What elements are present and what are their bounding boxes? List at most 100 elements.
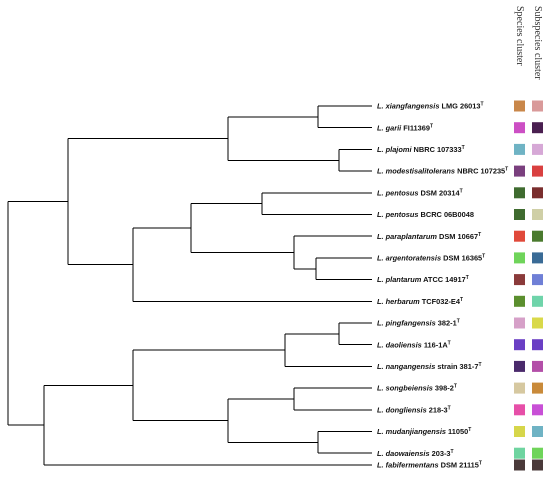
taxon-strain: ATCC 14917 (421, 275, 465, 284)
subspecies-cluster-swatch (532, 426, 543, 437)
species-cluster-swatch (514, 459, 525, 471)
taxon-label: L. pentosus BCRC 06B0048 (377, 210, 474, 219)
species-cluster-swatch (514, 165, 525, 177)
subspecies-cluster-swatch (532, 447, 543, 459)
taxon-strain: TCF032-E4 (420, 297, 461, 306)
subspecies-cluster-swatch (532, 165, 543, 177)
taxon-label: L. mudanjiangensis 11050T (377, 427, 471, 436)
subspecies-cluster-swatch (532, 187, 543, 199)
taxon-label: L. daoliensis 116-1AT (377, 340, 451, 349)
taxon-row: L. nangangensis strain 381-7T (377, 360, 543, 372)
taxon-strain: FI11369 (401, 123, 430, 132)
taxon-strain: 203-3 (430, 449, 451, 458)
taxon-species-name: L. xiangfangensis (377, 102, 439, 111)
taxon-species-name: L. pentosus (377, 210, 418, 219)
taxon-row: L. pentosus BCRC 06B0048 (377, 209, 543, 220)
species-cluster-swatch (514, 360, 525, 372)
taxon-label: L. dongliensis 218-3T (377, 405, 451, 414)
taxon-species-name: L. garii (377, 123, 402, 132)
species-cluster-swatch (514, 187, 525, 199)
taxon-label: L. argentoratensis DSM 16365T (377, 254, 485, 263)
type-strain-marker: T (454, 384, 457, 390)
taxon-row: L. dongliensis 218-3T (377, 404, 543, 416)
taxon-strain: LMG 26013 (439, 102, 480, 111)
type-strain-marker: T (457, 319, 460, 325)
subspecies-cluster-swatch (532, 459, 543, 471)
taxon-strain: strain 381-7 (435, 362, 478, 371)
type-strain-marker: T (460, 297, 463, 303)
taxon-row: L. mudanjiangensis 11050T (377, 426, 543, 437)
taxon-row: L. pingfangensis 382-1T (377, 317, 543, 329)
subspecies-cluster-swatch (532, 230, 543, 242)
taxon-species-name: L. pingfangensis (377, 319, 436, 328)
taxon-species-name: L. nangangensis (377, 362, 435, 371)
subspecies-cluster-swatch (532, 382, 543, 394)
taxon-strain: 116-1A (422, 340, 449, 349)
taxon-label: L. daowaiensis 203-3T (377, 449, 454, 458)
taxon-strain: 398-2 (433, 384, 454, 393)
taxon-species-name: L. dongliensis (377, 405, 427, 414)
taxon-strain: DSM 16365 (441, 254, 482, 263)
taxon-species-name: L. modestisalitolerans (377, 167, 455, 176)
species-cluster-swatch (514, 447, 525, 459)
taxon-strain: 382-1 (436, 319, 457, 328)
taxon-label: L. pingfangensis 382-1T (377, 319, 460, 328)
subspecies-cluster-swatch (532, 360, 543, 372)
type-strain-marker: T (505, 167, 508, 173)
species-cluster-swatch (514, 339, 525, 351)
type-strain-marker: T (430, 123, 433, 129)
taxon-label: L. plantarum ATCC 14917T (377, 275, 469, 284)
species-cluster-swatch (514, 404, 525, 416)
type-strain-marker: T (460, 188, 463, 194)
taxon-species-name: L. pentosus (377, 188, 418, 197)
taxon-row: L. paraplantarum DSM 10667T (377, 230, 543, 242)
taxon-label: L. pentosus DSM 20314T (377, 188, 463, 197)
taxon-label: L. songbeiensis 398-2T (377, 384, 457, 393)
type-strain-marker: T (482, 254, 485, 260)
type-strain-marker: T (448, 405, 451, 411)
subspecies-cluster-swatch (532, 274, 543, 286)
taxon-strain: NBRC 107235 (455, 167, 505, 176)
taxon-species-name: L. plajomi (377, 145, 412, 154)
taxon-label: L. paraplantarum DSM 10667T (377, 232, 481, 241)
subspecies-cluster-swatch (532, 252, 543, 264)
subspecies-cluster-swatch (532, 209, 543, 220)
taxon-row: L. xiangfangensis LMG 26013T (377, 100, 543, 112)
type-strain-marker: T (468, 427, 471, 433)
species-cluster-swatch (514, 274, 525, 286)
taxon-species-name: L. fabifermentans (377, 461, 439, 470)
species-cluster-swatch (514, 209, 525, 220)
type-strain-marker: T (481, 102, 484, 108)
type-strain-marker: T (466, 275, 469, 281)
taxon-row: L. herbarum TCF032-E4T (377, 295, 543, 307)
taxon-species-name: L. songbeiensis (377, 384, 433, 393)
taxon-label: L. xiangfangensis LMG 26013T (377, 102, 484, 111)
taxon-strain: BCRC 06B0048 (418, 210, 473, 219)
taxon-species-name: L. argentoratensis (377, 254, 441, 263)
species-cluster-swatch (514, 382, 525, 394)
taxon-species-name: L. herbarum (377, 297, 420, 306)
taxon-strain: 11050 (446, 427, 468, 436)
type-strain-marker: T (451, 449, 454, 455)
subspecies-cluster-swatch (532, 295, 543, 307)
type-strain-marker: T (448, 340, 451, 346)
species-cluster-swatch (514, 295, 525, 307)
subspecies-cluster-swatch (532, 404, 543, 416)
taxon-row: L. modestisalitolerans NBRC 107235T (377, 165, 543, 177)
species-cluster-swatch (514, 317, 525, 329)
taxon-row: L. fabifermentans DSM 21115T (377, 459, 543, 471)
species-cluster-swatch (514, 122, 525, 134)
taxon-strain: 218-3 (427, 405, 448, 414)
species-cluster-swatch (514, 426, 525, 437)
taxon-species-name: L. mudanjiangensis (377, 427, 446, 436)
taxon-row: L. plantarum ATCC 14917T (377, 274, 543, 286)
subspecies-cluster-header: Subspecies cluster (532, 6, 543, 80)
taxon-species-name: L. paraplantarum (377, 232, 437, 241)
type-strain-marker: T (478, 232, 481, 238)
taxon-label: L. modestisalitolerans NBRC 107235T (377, 167, 508, 176)
taxon-species-name: L. plantarum (377, 275, 422, 284)
taxon-row: L. plajomi NBRC 107333T (377, 143, 543, 155)
taxon-strain: DSM 10667 (437, 232, 478, 241)
